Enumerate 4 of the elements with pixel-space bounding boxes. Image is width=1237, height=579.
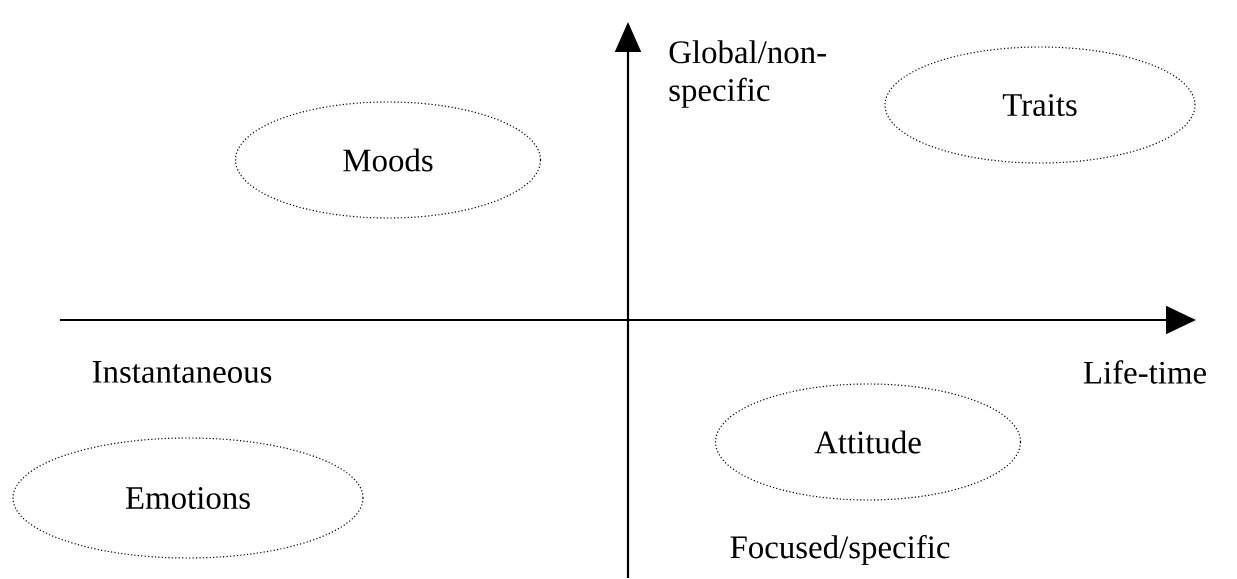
axis-label: Global/non-specific — [669, 40, 826, 108]
axis-label: Life-time — [1083, 360, 1206, 384]
axis-label: Instantaneous — [92, 361, 272, 383]
axis-label: Focused/specific — [730, 534, 950, 566]
